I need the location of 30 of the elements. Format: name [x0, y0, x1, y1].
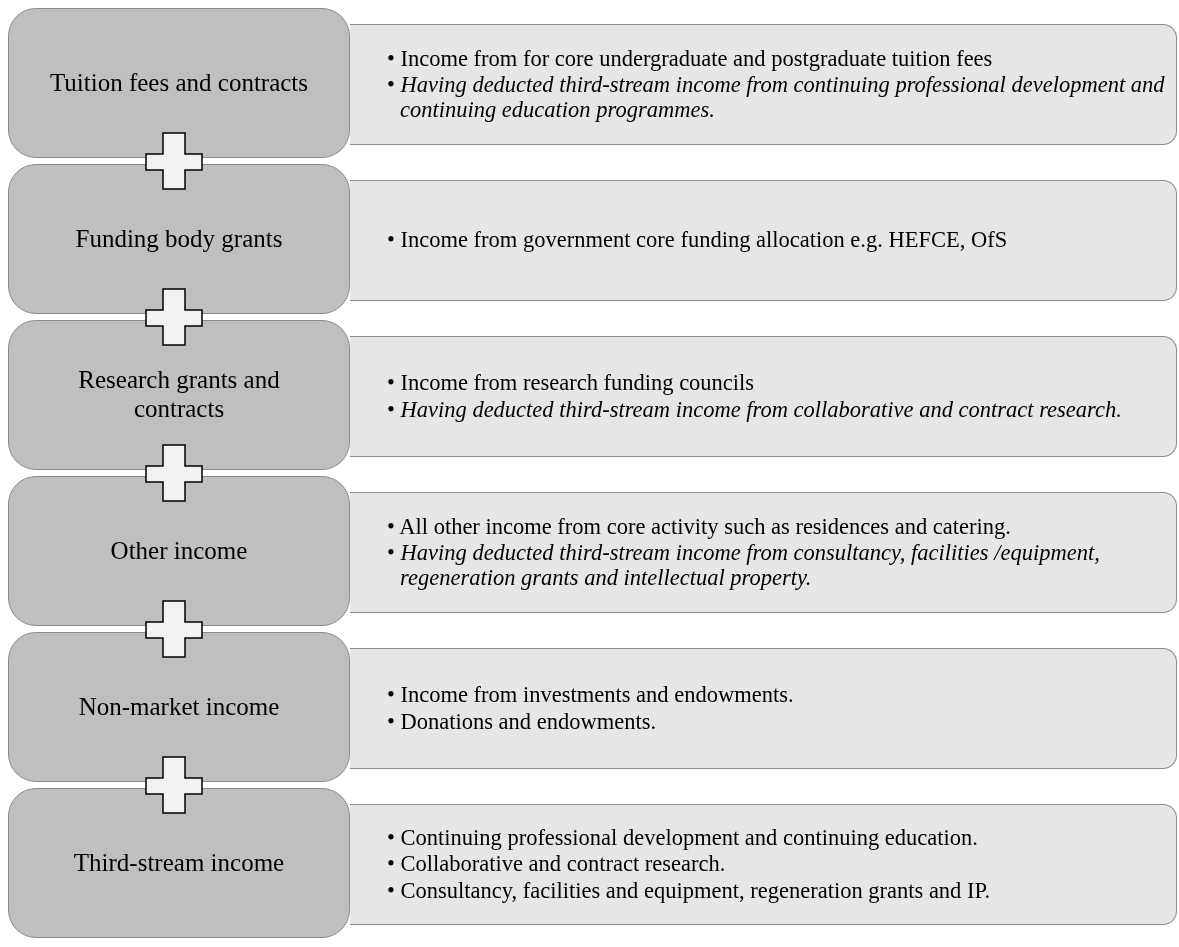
description-panel — [350, 648, 1177, 769]
category-label: Other income — [109, 536, 249, 566]
category-label: Funding body grants — [74, 224, 284, 254]
bullet-item: • Consultancy, facilities and equipment, regeneration grants and IP. — [387, 878, 991, 903]
bullet-item: • Income from for core undergraduate and postgraduate tuition fees — [387, 47, 994, 72]
category-box — [8, 8, 350, 158]
description-panel — [350, 180, 1177, 301]
description-panel — [350, 804, 1177, 925]
bullet-item: • Income from investments and endowments. — [387, 683, 794, 708]
category-box — [8, 476, 350, 626]
category-label: Non-market income — [77, 692, 281, 722]
category-box — [8, 788, 350, 938]
bullet-item: • Income from research funding councils — [387, 371, 756, 396]
bullet-item: • Having deducted third-stream income from consultancy, facilities /equipment, regeneration grants and intellectual property. — [387, 541, 1101, 590]
bullet-item: • Having deducted third-stream income from collaborative and contract research. — [387, 397, 1122, 422]
category-box — [8, 632, 350, 782]
description-panel — [350, 24, 1177, 145]
description-panel — [350, 336, 1177, 457]
category-box — [8, 320, 350, 470]
bullet-item: • Continuing professional development and continuing education. — [387, 826, 979, 851]
description-panel — [350, 492, 1177, 613]
category-label: Research grants and contracts — [77, 366, 281, 424]
bullet-item: • All other income from core activity such as residences and catering. — [387, 515, 1012, 540]
category-label: Tuition fees and contracts — [48, 68, 310, 98]
category-label: Third-stream income — [72, 848, 286, 878]
bullet-item: • Collaborative and contract research. — [387, 852, 727, 877]
bullet-item: • Donations and endowments. — [387, 709, 658, 734]
category-box — [8, 164, 350, 314]
bullet-item: • Income from government core funding allocation e.g. HEFCE, OfS — [387, 228, 1008, 253]
bullet-item: • Having deducted third-stream income from continuing professional development and continuing education programmes. — [387, 73, 1166, 122]
